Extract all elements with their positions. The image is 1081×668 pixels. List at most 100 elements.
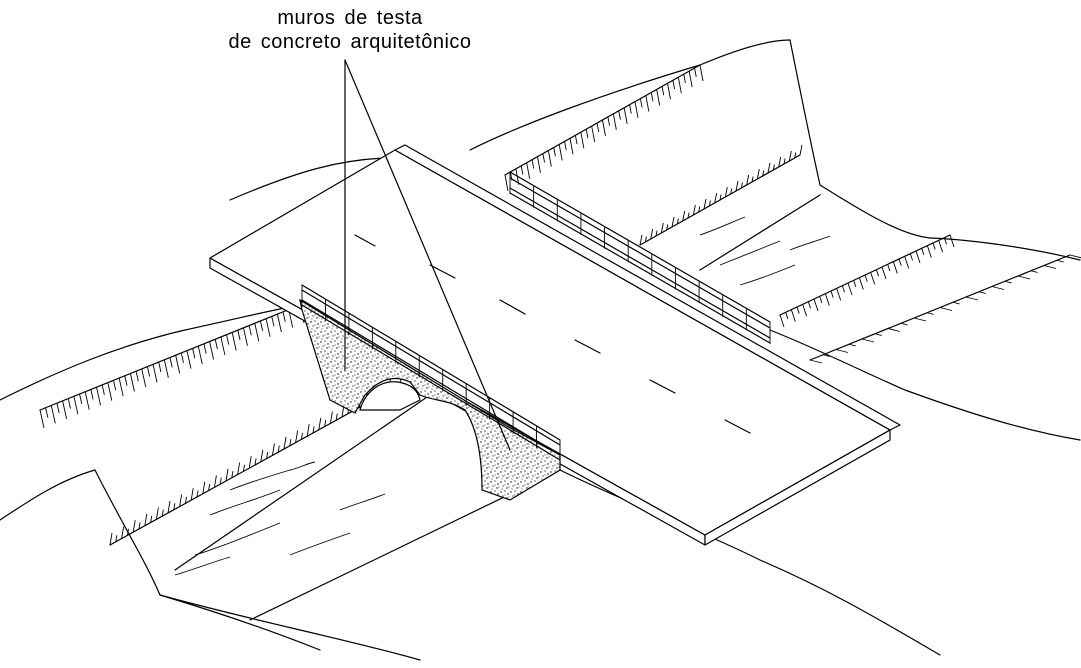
slope-tick xyxy=(197,345,203,365)
slope-tick xyxy=(231,332,237,351)
slope-tick xyxy=(932,242,936,250)
slope-tick xyxy=(939,307,953,311)
slope-tick xyxy=(853,280,857,288)
slope-tick xyxy=(39,409,45,429)
slope-tick xyxy=(699,64,704,82)
slope-tick xyxy=(676,218,679,225)
slope-tick xyxy=(898,258,902,266)
slope-tick xyxy=(772,164,775,171)
slope-tick xyxy=(109,532,113,546)
slope-tick xyxy=(231,471,234,478)
slope-tick xyxy=(225,468,229,482)
slope-tick xyxy=(740,182,743,189)
slope-tick xyxy=(645,95,650,112)
slope-tick xyxy=(824,293,830,306)
slope-tick xyxy=(179,494,183,507)
slope-tick xyxy=(248,456,252,469)
slope-tick xyxy=(243,327,248,346)
slope-tick xyxy=(173,503,176,510)
slope-tick xyxy=(73,396,79,415)
slope-tick xyxy=(56,403,60,414)
slope-tick xyxy=(547,150,552,167)
annotation-line-1: muros de testa xyxy=(277,7,423,29)
slope-tick xyxy=(203,343,207,354)
slope-tick xyxy=(214,339,218,350)
slope-tick xyxy=(639,98,643,108)
slope-tick xyxy=(887,264,891,272)
slope-tick xyxy=(602,119,606,137)
slope-tick xyxy=(220,336,226,356)
slope-tick xyxy=(1004,280,1012,284)
slope-tick xyxy=(144,513,148,526)
slope-tick xyxy=(683,74,686,84)
slope-tick xyxy=(788,150,792,162)
slope-tick xyxy=(830,290,834,298)
slope-tick xyxy=(84,391,90,410)
slope-tick xyxy=(809,359,823,364)
slope-tick xyxy=(152,364,158,383)
slope-tick xyxy=(1056,259,1064,263)
slope-tick xyxy=(266,451,269,459)
slope-tick xyxy=(634,101,639,118)
slope-tick xyxy=(276,314,282,333)
slope-tick xyxy=(938,240,944,253)
slope-tick xyxy=(324,419,327,427)
slope-tick xyxy=(847,282,853,296)
slope-tick xyxy=(67,398,71,409)
slope-tick xyxy=(900,322,908,326)
slope-tick xyxy=(101,384,105,395)
slope-tick xyxy=(242,464,245,472)
slope-tick xyxy=(1043,265,1057,269)
slope-tick xyxy=(141,368,147,388)
slope-tick xyxy=(537,156,541,173)
slope-tick xyxy=(190,488,194,501)
slope-tick xyxy=(661,86,665,96)
slope-tick xyxy=(329,411,333,424)
slope-tick xyxy=(62,400,68,419)
headwall xyxy=(299,298,561,501)
slope-tick xyxy=(175,355,181,374)
slope-tick xyxy=(629,104,632,114)
slope-tick xyxy=(1030,270,1038,273)
slope-tick xyxy=(121,526,125,539)
slope-tick xyxy=(237,462,241,475)
slope-tick xyxy=(813,298,819,312)
slope-tick xyxy=(881,266,887,280)
slope-tick xyxy=(672,80,676,90)
slope-tick xyxy=(623,107,628,124)
slope-tick xyxy=(248,325,252,336)
slope-tick xyxy=(126,528,129,536)
slope-tick xyxy=(209,341,215,360)
slope-tick xyxy=(735,180,739,192)
slope-tick xyxy=(50,405,56,424)
slope-tick xyxy=(107,382,113,401)
slope-tick xyxy=(819,296,823,304)
slope-tick xyxy=(688,71,693,88)
slope-tick xyxy=(161,509,164,517)
slope-tick xyxy=(265,318,271,337)
slope-tick xyxy=(1017,275,1031,280)
slope-tick xyxy=(184,496,187,504)
slope-tick xyxy=(553,147,556,157)
slope-tick xyxy=(870,272,876,285)
slope-tick xyxy=(564,141,567,151)
slope-tick xyxy=(113,380,117,391)
slope-tick xyxy=(271,316,275,327)
slope-tick xyxy=(520,165,524,175)
slope-tick xyxy=(698,206,701,213)
slope-tick xyxy=(163,359,169,378)
slope-tick xyxy=(132,520,136,533)
slope-tick xyxy=(858,277,864,290)
slope-tick xyxy=(531,159,535,169)
slope-tick xyxy=(687,212,690,219)
slope-tick xyxy=(719,194,722,201)
slope-tick xyxy=(650,92,654,102)
slope-tick xyxy=(730,188,733,195)
slope-tick xyxy=(909,253,913,261)
slope-tick xyxy=(300,432,303,440)
slope-tick xyxy=(794,152,797,159)
slope-tick xyxy=(318,417,322,430)
railing-far xyxy=(509,171,771,344)
slope-tick xyxy=(952,301,960,305)
